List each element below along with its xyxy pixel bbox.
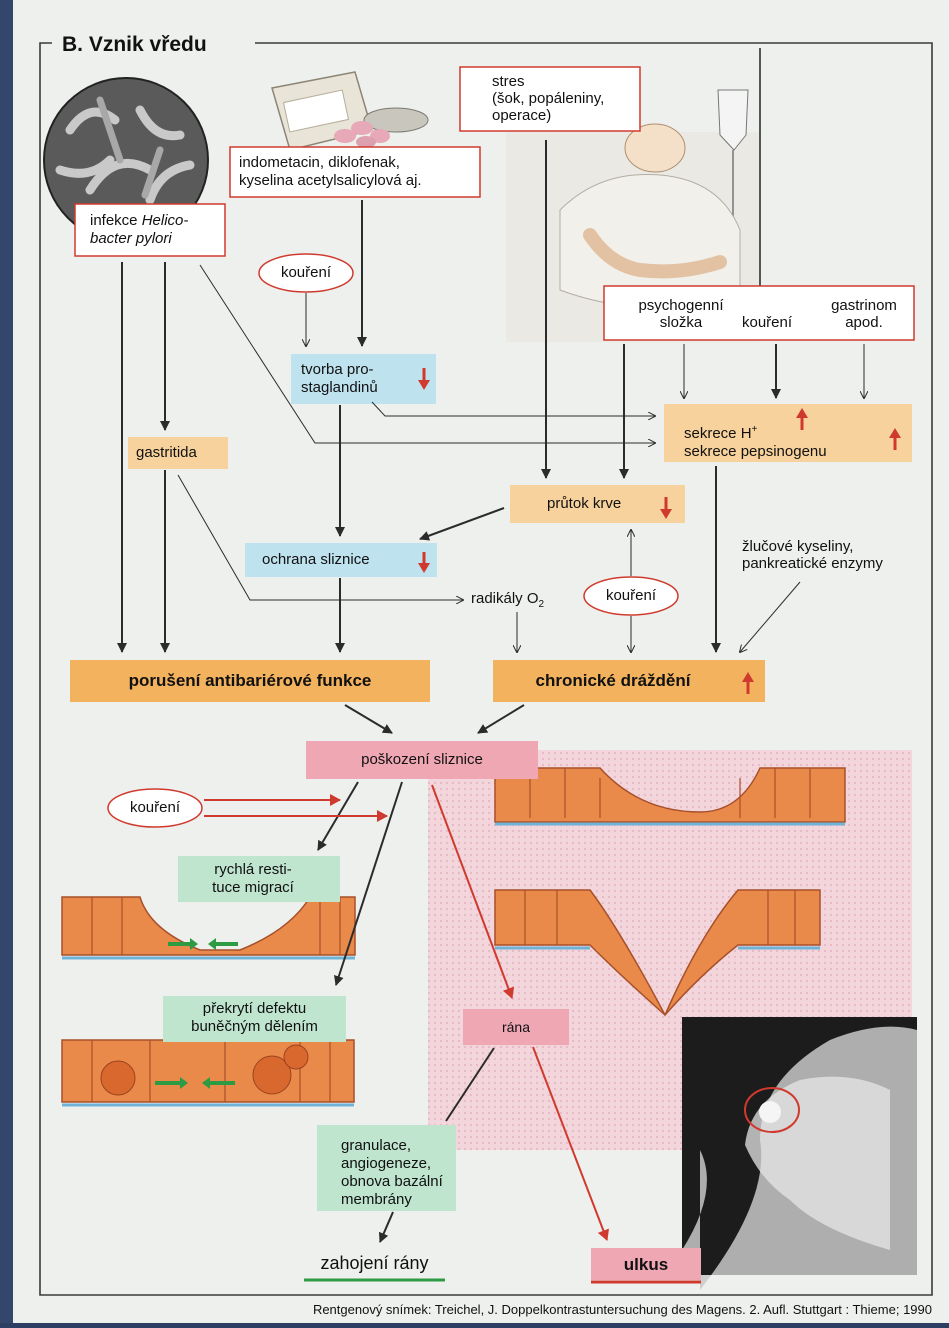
left-margin (0, 0, 13, 1323)
oval-koureni-low (107, 788, 203, 828)
frame (39, 42, 933, 1296)
box-ulkus (591, 1248, 701, 1280)
oval-koureni-top (258, 253, 354, 293)
label-rana: rána (501, 1019, 531, 1035)
label-zlucove: žlučové kyseliny,pankreatické enzymy (742, 538, 883, 572)
box-nsaid (229, 146, 481, 198)
label-stres: stres(šok, popáleniny,operace) (492, 73, 605, 124)
box-factors (603, 285, 915, 341)
box-chronicke (493, 660, 765, 702)
trend-arrows (418, 368, 901, 694)
trend-arrow-up-pepsinogen (889, 428, 901, 450)
label-nsaid: indometacin, diklofenak,kyselina acetyls… (239, 154, 422, 189)
box-stres (459, 66, 641, 132)
label-poskozeni: poškození sliznice (361, 751, 483, 768)
box-gastritida (128, 437, 228, 469)
label-sekrece: sekrece H+sekrece pepsinogenu (684, 424, 827, 460)
oval-koureni-mid (583, 576, 679, 616)
label-prutok: průtok krve (547, 495, 622, 512)
page-title: B. Vznik vředu (62, 33, 207, 56)
pill-bottle-image (271, 71, 429, 151)
label-koureni-top: kouření (280, 264, 332, 281)
cells-ulcer (494, 889, 821, 1017)
label-koureni-low: kouření (129, 799, 181, 816)
cells-crater (494, 767, 846, 826)
box-sekrece (664, 404, 912, 462)
box-poskozeni (306, 741, 538, 779)
cells-division (61, 1039, 355, 1107)
trend-arrow-up-chronicke (742, 672, 754, 694)
trend-arrow-down-ochrana (418, 552, 430, 573)
footer-credit: Rentgenový snímek: Treichel, J. Doppelko… (312, 1302, 932, 1317)
box-prekryti (163, 996, 346, 1042)
box-prutok (510, 485, 685, 523)
label-chronicke: chronické dráždění (535, 671, 691, 690)
label-koureni-factor: kouření (742, 314, 793, 331)
box-h-pylori (74, 203, 226, 257)
label-prostaglandins: tvorba pro-staglandinů (301, 361, 378, 396)
label-zahojeni: zahojení rány (320, 1253, 429, 1273)
label-ochrana: ochrana sliznice (262, 551, 370, 568)
label-gastritida: gastritida (136, 444, 197, 461)
box-ochrana (245, 543, 437, 577)
label-rychla: rychlá resti-tuce migrací (212, 861, 294, 896)
trend-arrow-down-prutok (660, 497, 672, 519)
label-poruseni: porušení antibariérové funkce (128, 671, 372, 690)
trend-arrow-down-prostaglandins (418, 368, 430, 390)
arrows (117, 140, 864, 1243)
box-rychla (178, 856, 340, 902)
label-h-pylori: infekce Helico-bacter pylori (90, 212, 189, 247)
label-radikaly: radikály O2 (471, 590, 545, 610)
box-poruseni (70, 660, 430, 702)
box-rana (463, 1009, 569, 1045)
box-granulace (317, 1125, 456, 1211)
label-koureni-mid: kouření (605, 587, 657, 604)
label-ulkus: ulkus (623, 1255, 669, 1274)
xray-image (682, 1017, 917, 1290)
box-prostaglandins (291, 354, 436, 404)
trend-arrow-up-h (796, 408, 808, 430)
